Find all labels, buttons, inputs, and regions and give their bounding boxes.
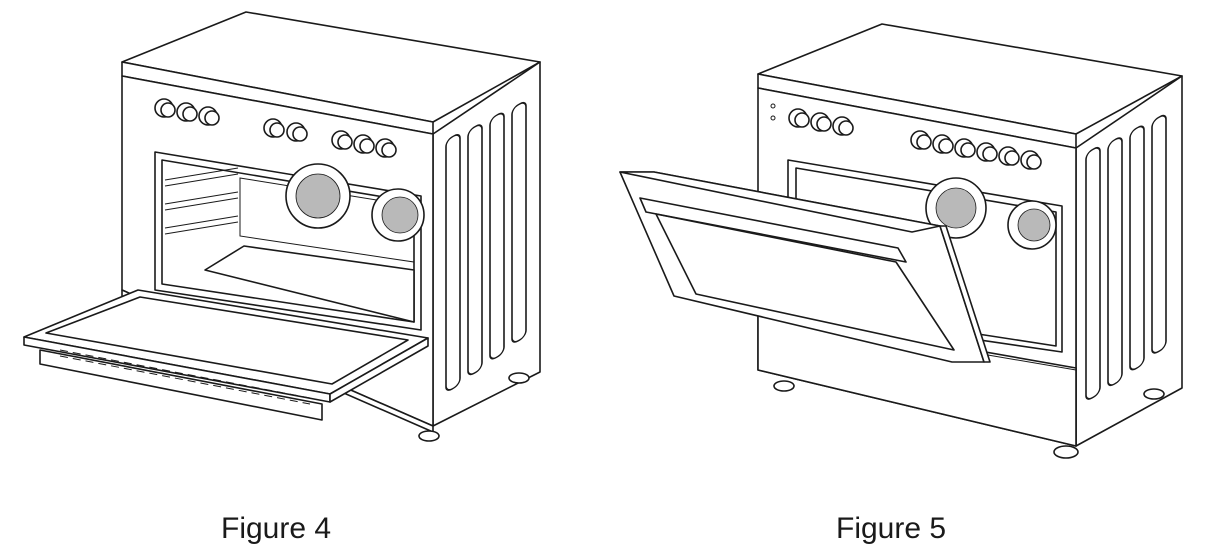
oven-door bbox=[23, 289, 429, 421]
figure-4: Figure 4 bbox=[0, 0, 560, 556]
shelf-rails bbox=[164, 167, 239, 235]
control-knobs bbox=[788, 108, 1042, 170]
figure-5-caption: Figure 5 bbox=[836, 512, 947, 545]
door-vents bbox=[59, 349, 311, 405]
side-panel-slots bbox=[445, 101, 527, 391]
oven-door-tilted-illustration bbox=[619, 23, 1183, 459]
figure-5: Figure 5 bbox=[600, 0, 1218, 556]
oven-door-open-illustration bbox=[23, 11, 541, 442]
side-panel-slots bbox=[1085, 114, 1167, 400]
oven-door bbox=[619, 171, 991, 363]
figure-4-caption: Figure 4 bbox=[221, 512, 332, 545]
oven-floor bbox=[204, 245, 415, 323]
feet bbox=[773, 380, 1165, 459]
door-handle bbox=[639, 197, 907, 263]
feet bbox=[418, 372, 530, 442]
control-knobs bbox=[154, 98, 397, 158]
door-handle bbox=[39, 349, 323, 421]
